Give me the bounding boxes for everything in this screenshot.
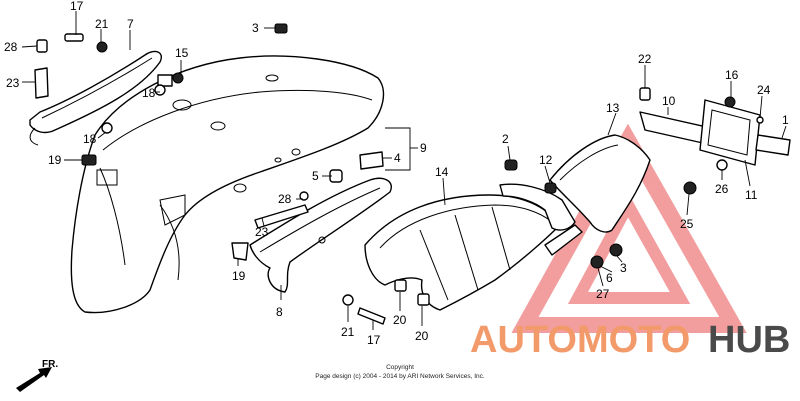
callout-17-lower: 17: [367, 333, 381, 347]
callout-26: 26: [715, 182, 729, 196]
callout-12: 12: [539, 153, 553, 167]
callout-21: 21: [95, 17, 109, 31]
callout-28: 28: [4, 40, 18, 54]
callout-5: 5: [312, 169, 319, 183]
callout-27: 27: [596, 287, 610, 301]
license-plate-bracket: [639, 99, 761, 166]
copyright-footer: Copyright Page design (c) 2004 - 2014 by…: [315, 364, 485, 380]
callout-7: 7: [127, 17, 134, 31]
watermark-text: AUTOMOTO HUB: [470, 319, 790, 361]
callout-8: 8: [276, 305, 283, 319]
callout-18-upper: 18: [142, 86, 156, 100]
callout-20-left: 20: [393, 313, 407, 327]
callout-20-right: 20: [415, 329, 429, 343]
callout-4: 4: [394, 151, 401, 165]
side-cover-strip: [249, 177, 392, 293]
callout-1: 1: [782, 113, 789, 127]
callout-3: 3: [252, 21, 259, 35]
copyright-line-2: Page design (c) 2004 - 2014 by ARI Netwo…: [315, 373, 485, 380]
callout-19-lower: 19: [232, 269, 246, 283]
copyright-line-1: Copyright: [386, 364, 414, 371]
callout-19: 19: [48, 153, 62, 167]
inner-fender: [364, 194, 561, 311]
fender-stay-bracket: [499, 183, 583, 256]
rear-fender: [70, 55, 385, 314]
watermark-red-text: AUTOMOTO: [470, 319, 690, 361]
watermark-grey-text: HUB: [708, 319, 790, 361]
callout-15: 15: [175, 46, 189, 60]
hardware-items: [34, 23, 764, 325]
callout-9: 9: [420, 141, 427, 155]
callout-2: 2: [502, 132, 509, 146]
callout-22: 22: [638, 52, 652, 66]
callout-16: 16: [725, 68, 739, 82]
front-direction-arrow-icon: FR.: [16, 359, 58, 392]
callout-11: 11: [745, 188, 758, 202]
callout-6: 6: [606, 271, 613, 285]
callout-24: 24: [757, 83, 771, 97]
callout-14: 14: [435, 165, 449, 179]
stay-bracket: [254, 204, 309, 229]
callout-labels: 17 21 7 3 28 15 23 18 18 19 9 4 2 12 14 …: [4, 0, 789, 347]
reflector: [755, 134, 791, 156]
callout-23-lower: 23: [255, 225, 269, 239]
callout-28-lower: 28: [278, 192, 292, 206]
callout-25: 25: [680, 217, 694, 231]
grab-rail: [29, 50, 162, 146]
callout-23: 23: [6, 76, 20, 90]
leader-lines: [21, 11, 787, 330]
callout-21-lower: 21: [341, 325, 355, 339]
callout-18-lower: 18: [83, 132, 97, 146]
direction-label: FR.: [42, 359, 58, 370]
callout-3-lower: 3: [620, 261, 627, 275]
callout-17: 17: [70, 0, 84, 13]
callout-13: 13: [606, 101, 620, 115]
callout-10: 10: [662, 94, 676, 108]
rear-fender-tail: [549, 134, 651, 233]
